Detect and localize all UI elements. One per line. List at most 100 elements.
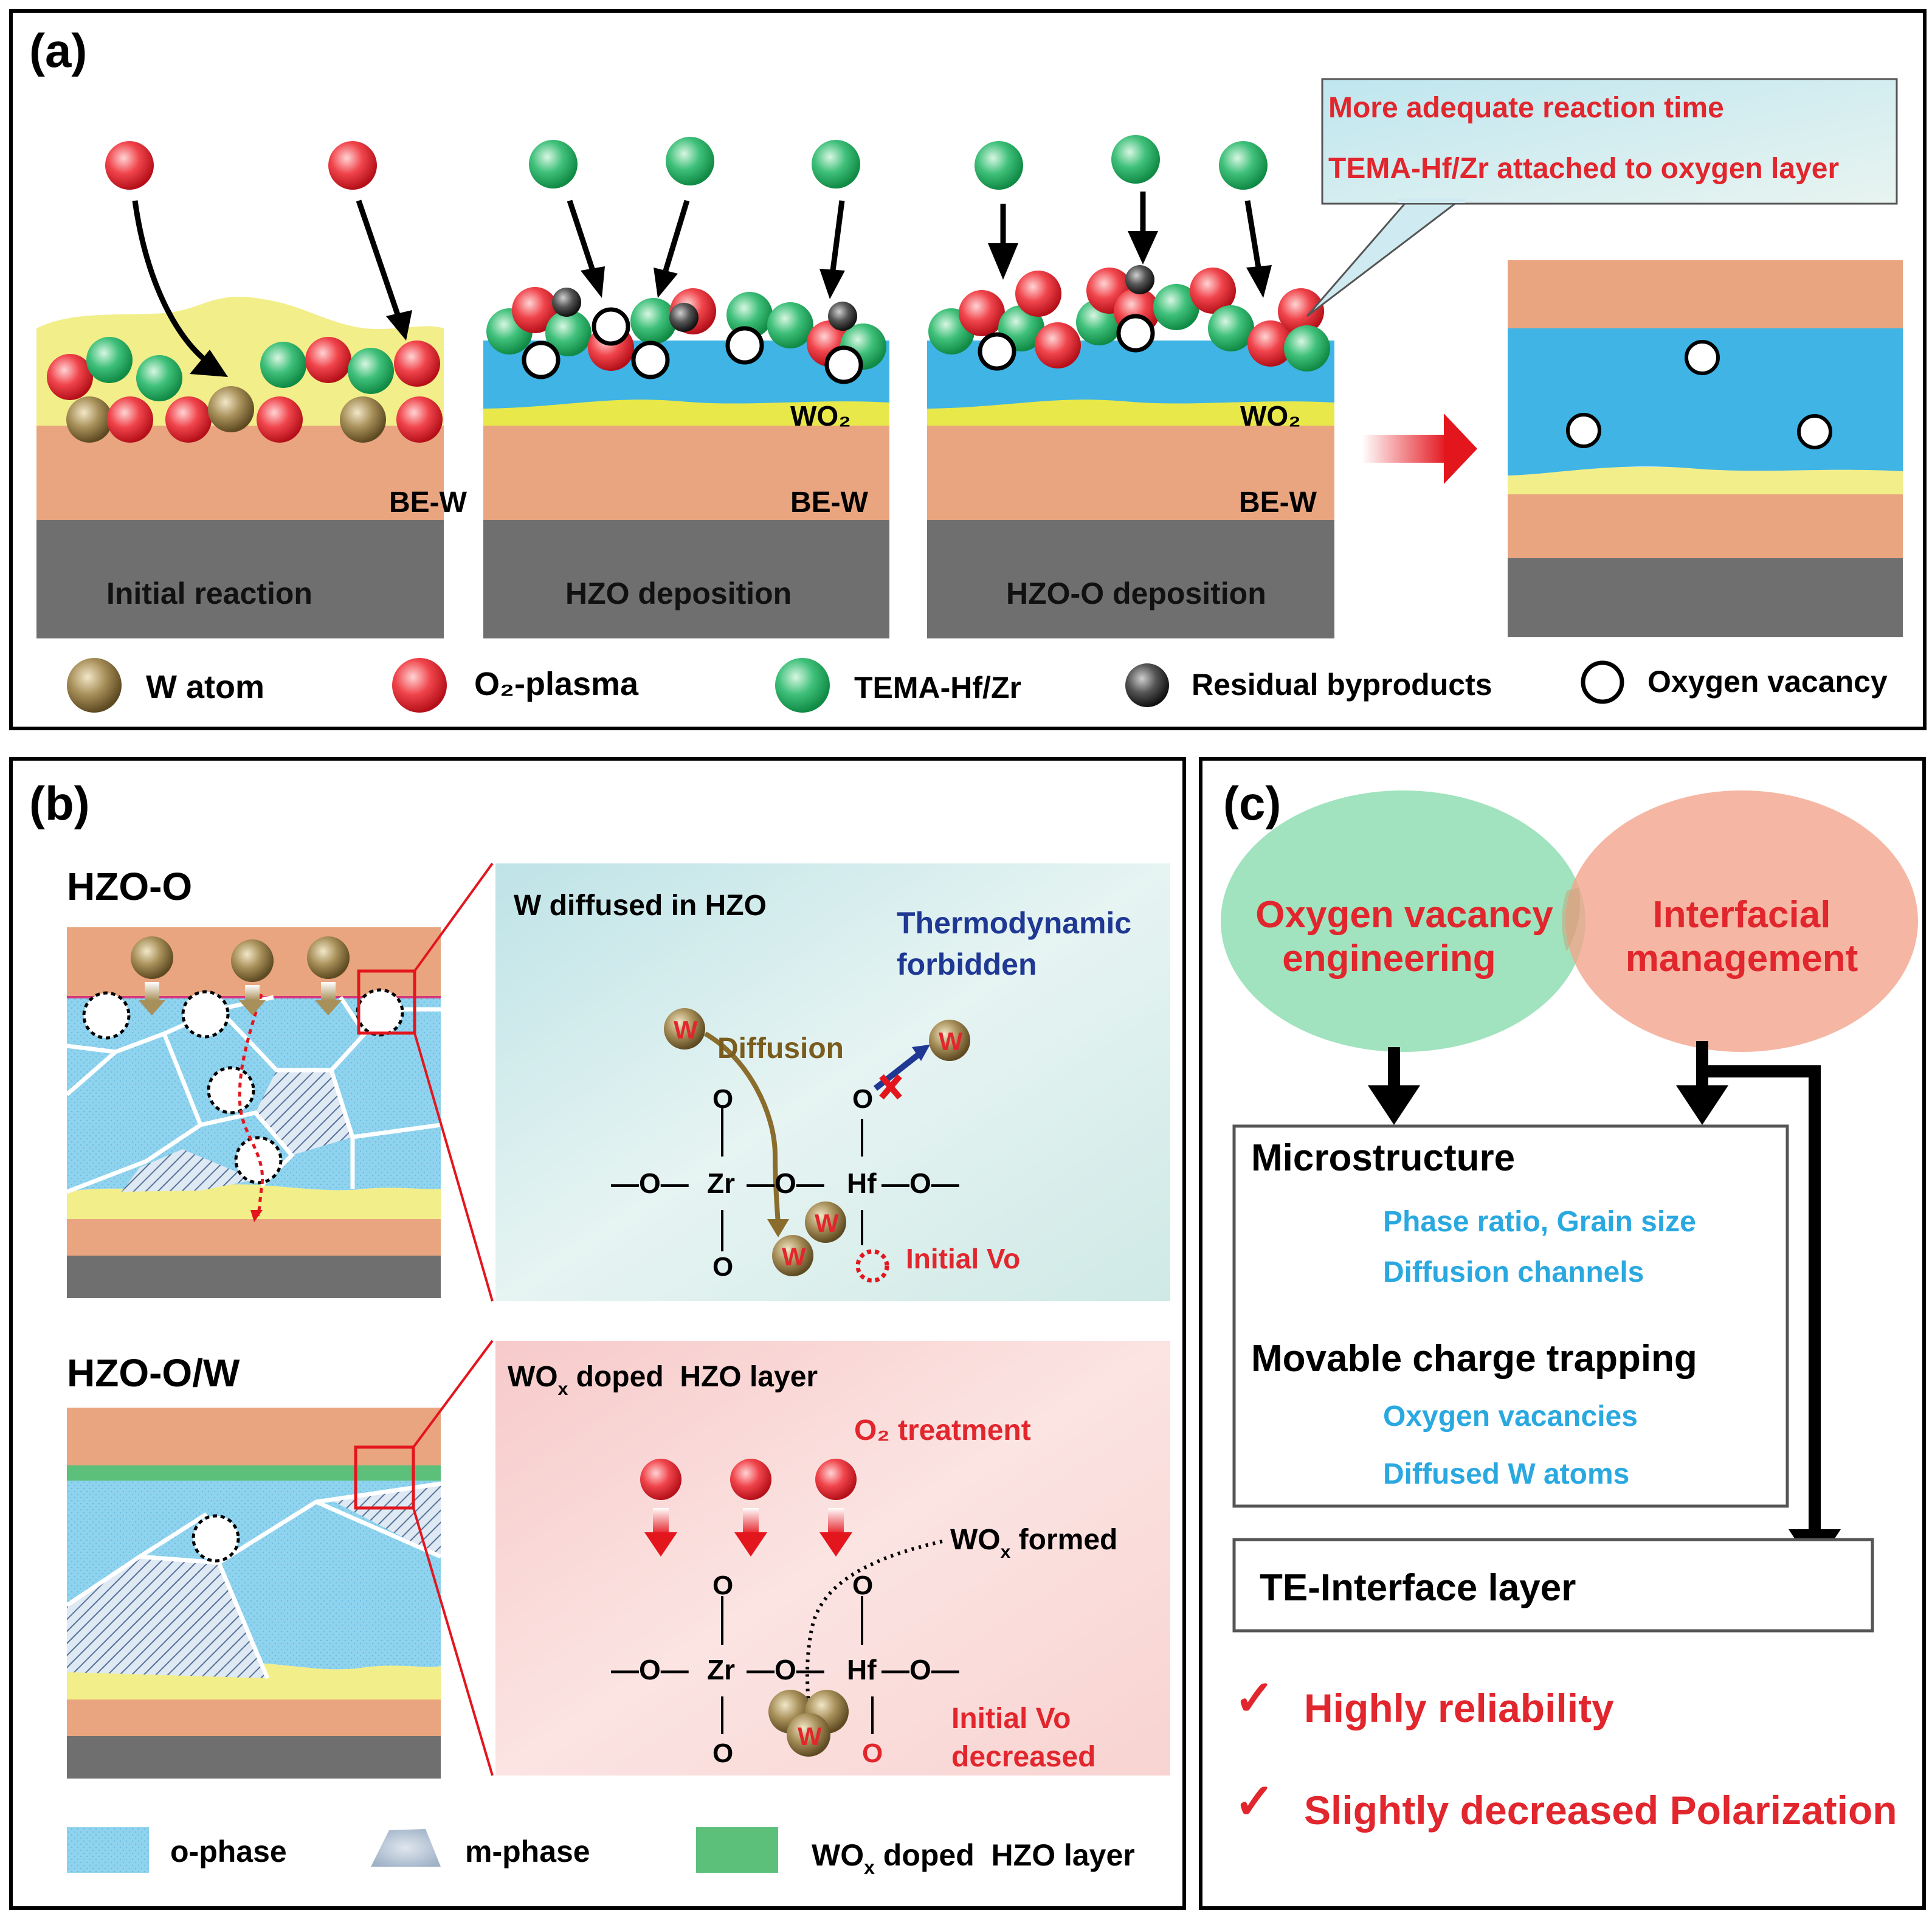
legend-m-phase: m-phase [465,1834,590,1869]
w-atom-icon [67,658,122,713]
hzo-o-stack [65,927,441,1298]
stack3-arrows [1000,192,1261,268]
panel-c-frame [1199,757,1926,1910]
oxygen-vacancies-text: Oxygen vacancies [1383,1400,1638,1433]
zoom1-right-o: —O— [881,1167,959,1199]
stack2-wo2-label: WO₂ [790,400,851,432]
zoom2-w: W [798,1722,822,1751]
stack1-caption: Initial reaction [106,576,312,610]
microstructure-box [1232,1124,1789,1508]
zoom1-zr: Zr [707,1167,735,1199]
callout-line1: More adequate reaction time [1328,92,1724,124]
zoom2-molecule [640,1459,943,1757]
o2-plasma-icon [392,658,447,713]
zoom1-o-top-hf: O [852,1084,873,1114]
venn-right-line1: Interfacial [1653,894,1831,936]
legend-residual: Residual byproducts [1192,668,1492,702]
zoom-lines-2 [412,1340,494,1776]
stack2-caption: HZO deposition [565,576,792,610]
zoom1-thermo-1: Thermodynamic [897,906,1131,940]
stack1-arrows [132,199,401,367]
zoom1-w2: W [939,1027,963,1056]
venn-left-line1: Oxygen vacancy [1255,894,1553,936]
o-phase-swatch [67,1827,149,1873]
zoom1-initial-vo: Initial Vo [906,1243,1020,1274]
zoom2-zr: Zr [707,1654,735,1686]
zoom2-o-bottom-zr: O [712,1738,733,1768]
zoom1-o-bottom: O [712,1252,733,1282]
zoom2-mid-o: —O— [747,1654,824,1686]
result-1: Highly reliability [1304,1686,1614,1731]
vacancy-icon [1581,660,1624,704]
m-phase-swatch [371,1829,441,1867]
legend-b [67,1827,778,1873]
zoom1-w4: W [782,1242,806,1271]
result-stack [1508,260,1903,637]
legend-a [67,658,1624,713]
callout-box [1306,78,1898,317]
stack3-atoms [928,135,1330,372]
zoom2-left-o: —O— [611,1654,689,1686]
stack2-arrowheads [581,266,845,299]
zoom2-o2-treatment: O₂ treatment [854,1414,1031,1447]
stack-hzo-deposition [483,341,889,638]
zoom1-o-top-zr: O [712,1084,733,1114]
zoom1-hf: Hf [847,1167,877,1199]
residual-icon [1125,663,1169,707]
zoom1-title: W diffused in HZO [514,890,767,922]
zoom1-thermo-2: forbidden [897,947,1037,981]
venn-left-line2: engineering [1282,938,1496,980]
panel-b-frame [9,757,1186,1910]
venn-left [1221,790,1585,1052]
stack1-substrate-label: BE-W [389,486,467,519]
panel-a-frame [9,9,1927,730]
stack-hzo-o-deposition [927,341,1334,638]
substrate-layer [36,520,444,638]
legend-o-phase: o-phase [170,1834,287,1869]
zoom2-hf: Hf [847,1654,877,1686]
legend-o2-plasma: O₂-plasma [474,666,639,702]
venn-right [1565,790,1918,1052]
zoom-lines-1 [413,862,494,1302]
zoom1-mid-o: —O— [747,1167,824,1199]
tema-icon [775,658,830,713]
result-2: Slightly decreased Polarization [1304,1788,1897,1833]
stack2-substrate-label: BE-W [790,486,869,519]
diffused-w-text: Diffused W atoms [1383,1458,1629,1490]
stack3-caption: HZO-O deposition [1006,576,1266,610]
initial-reaction-layer [36,296,444,426]
zoom2-right-o: —O— [881,1654,959,1686]
stack2-atoms [486,137,886,384]
phase-ratio-text: Phase ratio, Grain size [1383,1206,1696,1238]
hzo-o-title: HZO-O [67,865,192,908]
zoom2-vo-line1: Initial Vo [951,1703,1071,1735]
legend-vacancy: Oxygen vacancy [1647,665,1888,699]
zoom2-o-top-zr: O [712,1571,733,1600]
zoom2-wox-formed: WOx formed [950,1524,1117,1562]
zoom2-title: WOx doped HZO layer [508,1361,818,1399]
te-interface-text: TE-Interface layer [1260,1567,1576,1609]
venn-right-line2: management [1626,938,1858,980]
panel-c-label: (c) [1223,776,1281,830]
stack3-substrate-label: BE-W [1239,486,1317,519]
zoom2-vo-line2: decreased [951,1741,1096,1773]
stack2-arrows [567,199,845,272]
movable-title: Movable charge trapping [1251,1338,1697,1380]
zoom1-molecule [664,1008,970,1283]
legend-tema: TEMA-Hf/Zr [854,671,1021,705]
stack3-arrowheads [988,231,1272,298]
transition-arrow [1362,413,1477,484]
zoom2-o-top-hf: O [852,1571,873,1600]
hzo-ow-title: HZO-O/W [67,1351,240,1395]
stack3-wo2-label: WO₂ [1240,400,1301,432]
zoom1-w1: W [674,1015,698,1044]
stack1-atoms [47,141,443,443]
panel-b-label: (b) [29,776,90,830]
microstructure-title: Microstructure [1251,1137,1515,1179]
check-icon-1: ✓ [1234,1671,1275,1725]
legend-w-atom: W atom [146,669,264,705]
panel-a-label: (a) [29,24,87,77]
zoom1-left-o: —O— [611,1167,689,1199]
zoom1-diffusion: Diffusion [717,1032,844,1065]
